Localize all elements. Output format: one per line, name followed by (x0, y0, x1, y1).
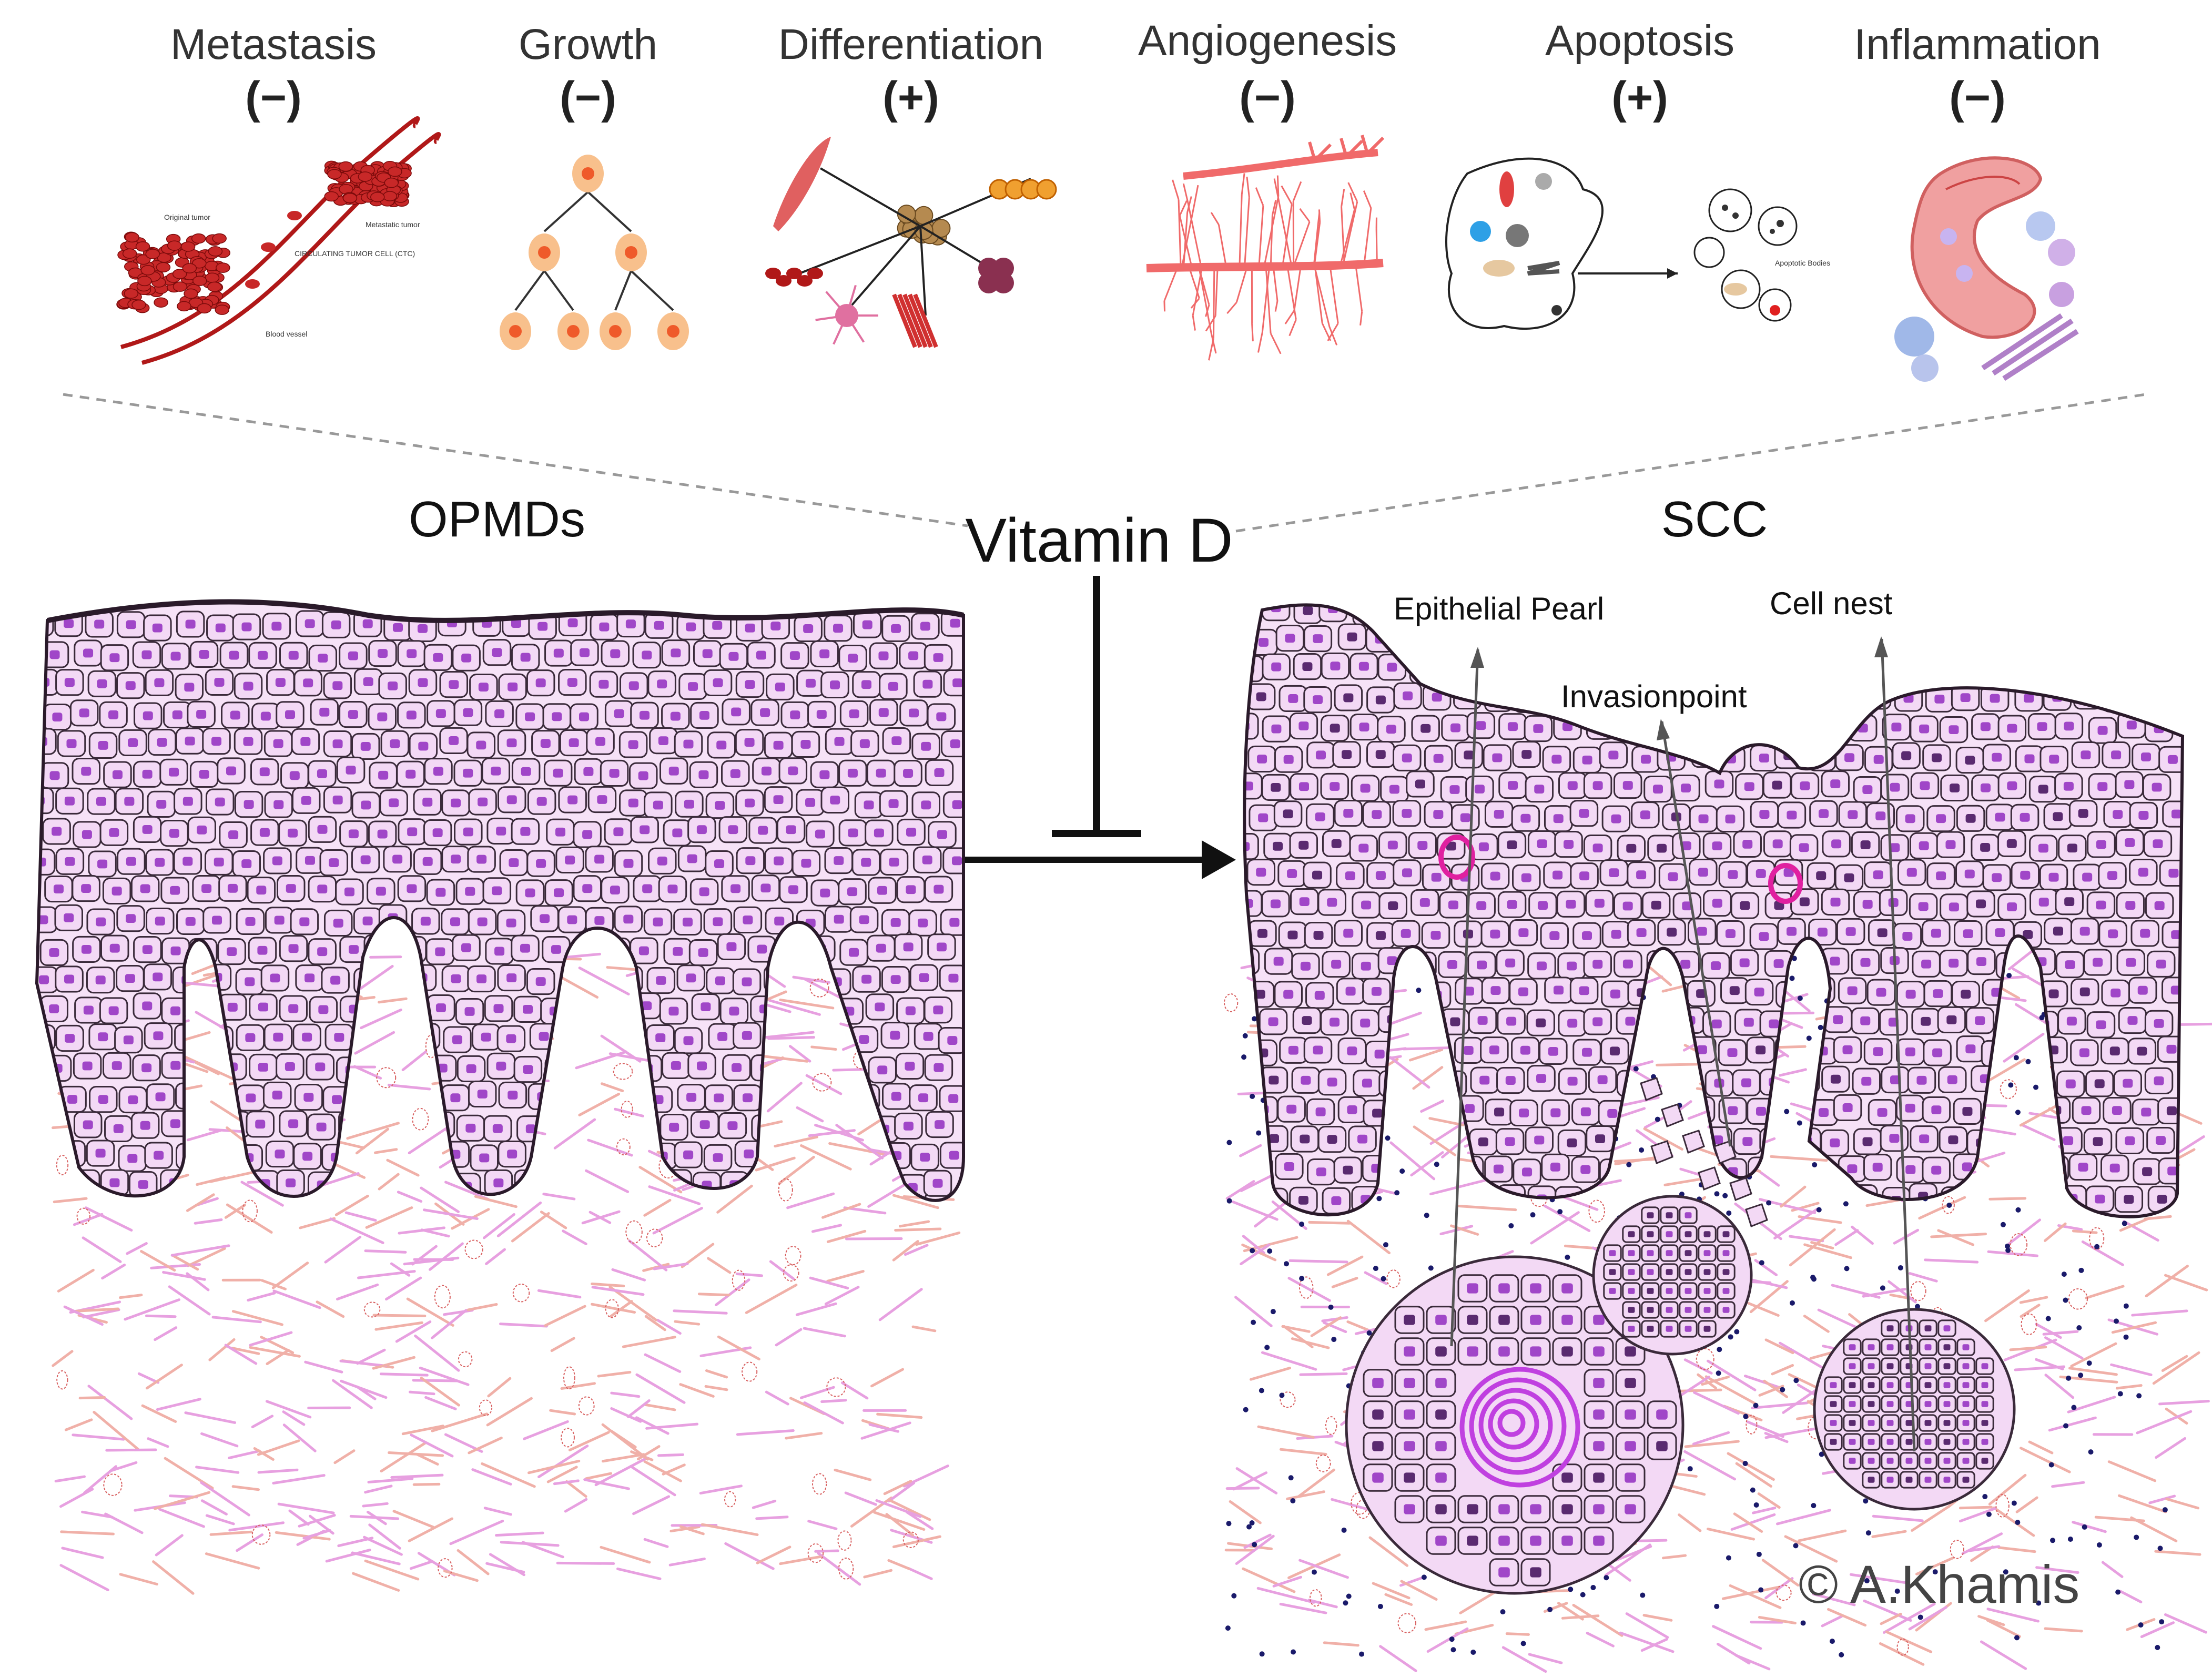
scc-title: SCC (1661, 491, 1768, 547)
opmds-epithelium (26, 599, 971, 1201)
process-label: Growth (519, 21, 657, 68)
cell-division-icon (500, 155, 689, 350)
process-sign: (−) (1239, 73, 1296, 123)
process-label: Inflammation (1854, 21, 2101, 68)
process-header: Metastasis (−) Growth (−) Differentiatio… (170, 17, 2101, 123)
process-angiogenesis: Angiogenesis (−) (1138, 17, 1397, 123)
inhibition-symbol (1052, 576, 1141, 837)
annotation-epithelial-pearl: Epithelial Pearl (1394, 591, 1604, 1347)
vitamin-d-title: Vitamin D (965, 506, 1233, 575)
annotation-label: Invasionpoint (1561, 679, 1747, 714)
process-metastasis: Metastasis (−) (170, 21, 377, 123)
stem-cell-differentiation-icon (765, 137, 1057, 348)
invasion-nest (1592, 1195, 1753, 1356)
annotation-invasion-point: Invasionpoint (1561, 679, 1747, 1147)
original-tumor-cluster (116, 231, 231, 315)
invasion-fragments (1640, 1077, 1768, 1227)
metastatic-tumor-cluster (324, 160, 412, 207)
process-label: Angiogenesis (1138, 17, 1397, 65)
opmds-stroma (52, 945, 961, 1595)
process-inflammation: Inflammation (−) (1854, 21, 2101, 123)
icon-label: Original tumor (164, 213, 210, 221)
inflamed-vessel-icon (1894, 156, 2079, 382)
process-sign: (−) (560, 73, 616, 123)
process-sign: (−) (1949, 73, 2006, 123)
annotation-label: Epithelial Pearl (1394, 591, 1604, 626)
epithelial-pearl-nest (1345, 1255, 1685, 1595)
blood-vessel-branching-icon (1146, 135, 1385, 361)
process-label: Differentiation (778, 21, 1043, 68)
icon-label: Apoptotic Bodies (1775, 259, 1830, 267)
opmds-title: OPMDs (409, 491, 585, 547)
dashed-connector-left (63, 393, 968, 527)
progression-arrow (965, 840, 1236, 879)
process-differentiation: Differentiation (+) (778, 21, 1043, 123)
process-label: Apoptosis (1545, 17, 1734, 65)
annotation-label: Cell nest (1770, 586, 1893, 621)
copyright-text: © A.Khamis (1799, 1554, 2079, 1614)
dashed-connector-right (1235, 393, 2146, 533)
metastasis-icon: Original tumor Metastatic tumor CIRCULAT… (116, 116, 441, 365)
icon-label: Blood vessel (266, 330, 307, 338)
process-sign: (+) (1611, 73, 1668, 123)
process-label: Metastasis (170, 21, 377, 68)
process-growth: Growth (−) (519, 21, 657, 123)
cell-nest (1813, 1308, 2016, 1511)
apoptotic-cell-icon: Apoptotic Bodies (1445, 157, 1830, 330)
process-sign: (+) (882, 73, 939, 123)
icon-label: CIRCULATING TUMOR CELL (CTC) (295, 249, 415, 258)
process-sign: (−) (245, 73, 302, 123)
process-apoptosis: Apoptosis (+) (1545, 17, 1734, 123)
annotation-cell-nest: Cell nest (1770, 586, 1916, 1452)
icon-label: Metastatic tumor (366, 220, 420, 229)
